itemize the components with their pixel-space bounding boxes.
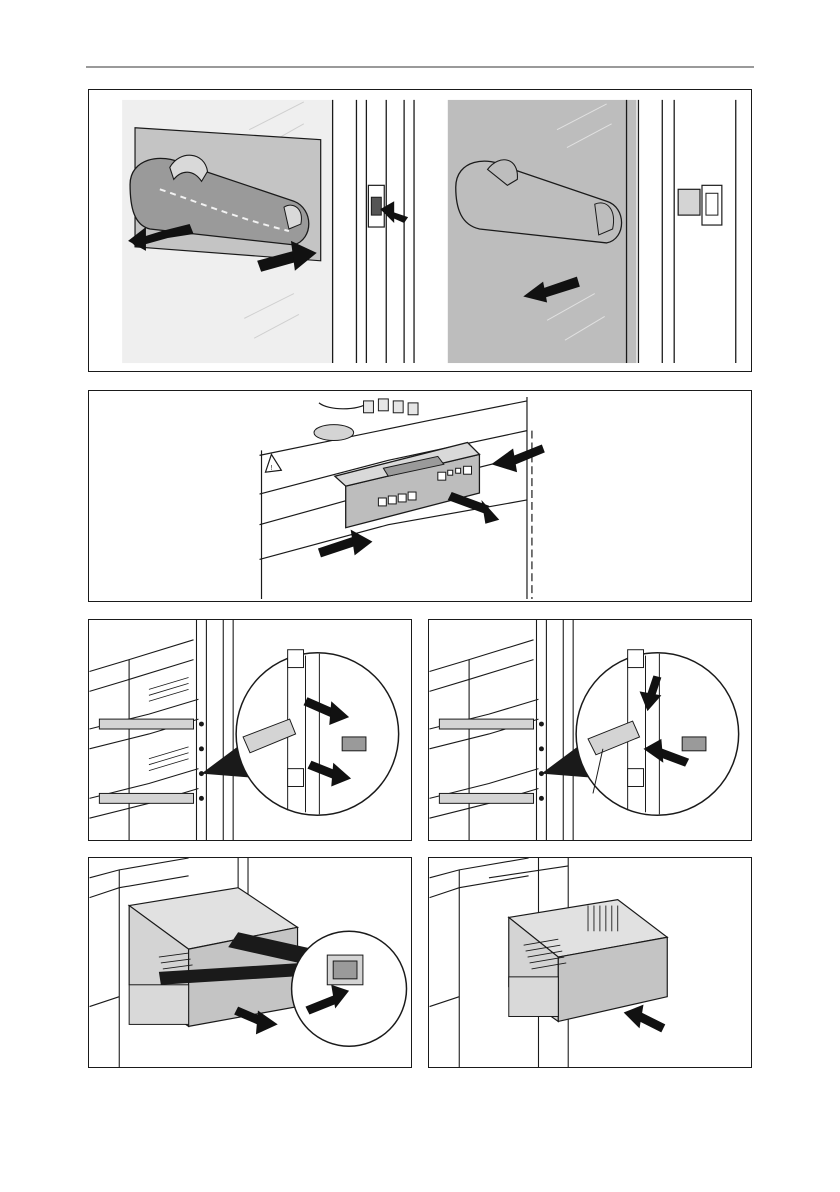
zoom-circle-icon [576, 650, 739, 815]
drawer-insertion-illustration [429, 858, 751, 1067]
zoom-circle-icon [292, 931, 407, 1046]
hinge-bracket-icon [368, 185, 384, 227]
figure-handle-removal [88, 89, 752, 372]
zoom-circle-icon [236, 650, 399, 815]
arrow-icon [491, 444, 544, 472]
hinge-bracket-icon [678, 185, 722, 225]
freezer-drawer-icon [129, 888, 297, 1027]
shelf-removal-illustration [89, 620, 411, 840]
control-panel-icon [335, 443, 480, 528]
shelf-support-icon [89, 620, 233, 840]
figure-shelf-removal [88, 619, 412, 841]
figure-drawer-insertion [428, 857, 752, 1068]
figure-control-panel: ! [88, 390, 752, 602]
control-panel-illustration: ! [89, 391, 751, 601]
arrow-icon [448, 492, 500, 524]
shelf-support-icon [429, 620, 573, 840]
shelf-insertion-illustration [429, 620, 751, 840]
svg-text:!: ! [270, 465, 272, 472]
drawer-removal-illustration [89, 858, 411, 1067]
warning-triangle-icon: ! [265, 454, 281, 472]
arrow-icon [318, 530, 372, 558]
handle-illustration [89, 90, 751, 371]
arrow-icon [624, 1005, 666, 1033]
freezer-drawer-icon [509, 900, 667, 1022]
figure-shelf-insertion [428, 619, 752, 841]
figure-drawer-removal [88, 857, 412, 1068]
header-rule [86, 66, 754, 68]
